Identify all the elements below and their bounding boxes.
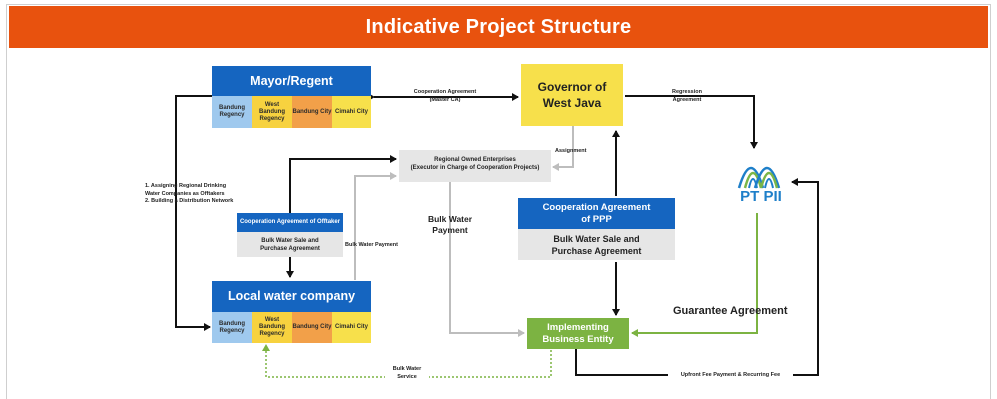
ppp-title-text: Cooperation Agreement of PPP <box>542 201 651 225</box>
page-title: Indicative Project Structure <box>9 6 988 48</box>
ptpii-logo: PT PII <box>725 150 797 210</box>
label-assignment: Assignment <box>555 148 587 154</box>
ibe-label: Implementing Business Entity <box>542 321 614 345</box>
arrow-assigning <box>175 95 212 331</box>
ptpii-arcs-icon <box>737 166 781 189</box>
mayor-cell-west-bandung-regency: West Bandung Regency <box>252 96 292 128</box>
arrow-regression <box>625 95 758 149</box>
water-cell-cimahi-city: Cimahi City <box>332 312 371 343</box>
offtaker-title: Cooperation Agreement of Offtaker <box>237 213 343 232</box>
ppp-body-text: Bulk Water Sale and Purchase Agreement <box>551 233 642 256</box>
label-upfront-fee: Upfront Fee Payment & Recurring Fee <box>668 371 793 379</box>
label-regression: Regression Agreement <box>672 89 702 103</box>
offtaker-body-text: Bulk Water Sale and Purchase Agreement <box>260 237 320 252</box>
water-cell-west-bandung-regency: West Bandung Regency <box>252 312 292 343</box>
label-guarantee: Guarantee Agreement <box>673 305 788 317</box>
arrow-offtaker-to-roe <box>289 155 397 213</box>
arrow-assignment <box>552 126 574 171</box>
arrow-bulk-payment-small <box>354 172 397 280</box>
arrow-bulk-payment <box>449 182 525 337</box>
water-cell-bandung-regency: Bandung Regency <box>212 312 252 343</box>
label-bulk-water-payment: Bulk Water Payment <box>427 214 473 235</box>
roe-line1: Regional Owned Enterprises <box>434 157 516 163</box>
mayor-regent-title: Mayor/Regent <box>212 66 371 96</box>
ibe-box: Implementing Business Entity <box>527 318 629 349</box>
arrow-upfront-fee <box>575 178 819 376</box>
mayor-cell-bandung-regency: Bandung Regency <box>212 96 252 128</box>
arrow-guarantee <box>631 213 758 337</box>
label-bulk-water-service: Bulk Water Service <box>385 365 429 381</box>
offtaker-body: Bulk Water Sale and Purchase Agreement <box>237 232 343 257</box>
mayor-cell-cimahi-city: Cimahi City <box>332 96 371 128</box>
roe-box: Regional Owned Enterprises (Executor in … <box>399 150 551 182</box>
governor-box: Governor of West Java <box>521 64 623 126</box>
governor-label: Governor of West Java <box>537 80 607 110</box>
mayor-cell-bandung-city: Bandung City <box>292 96 332 128</box>
water-company-title: Local water company <box>212 281 371 312</box>
label-coop-agreement: Cooperation Agreement (Master CA) <box>413 89 477 103</box>
label-bulk-water-payment-small: Bulk Water Payment <box>345 242 398 248</box>
ptpii-name: PT PII <box>740 188 782 205</box>
ppp-title: Cooperation Agreement of PPP <box>518 198 675 229</box>
label-assigning: 1. Assigning Regional Drinking Water Com… <box>145 183 234 204</box>
roe-line2: (Executor in Charge of Cooperation Proje… <box>410 165 540 171</box>
ppp-body: Bulk Water Sale and Purchase Agreement <box>518 229 675 260</box>
water-cell-bandung-city: Bandung City <box>292 312 332 343</box>
